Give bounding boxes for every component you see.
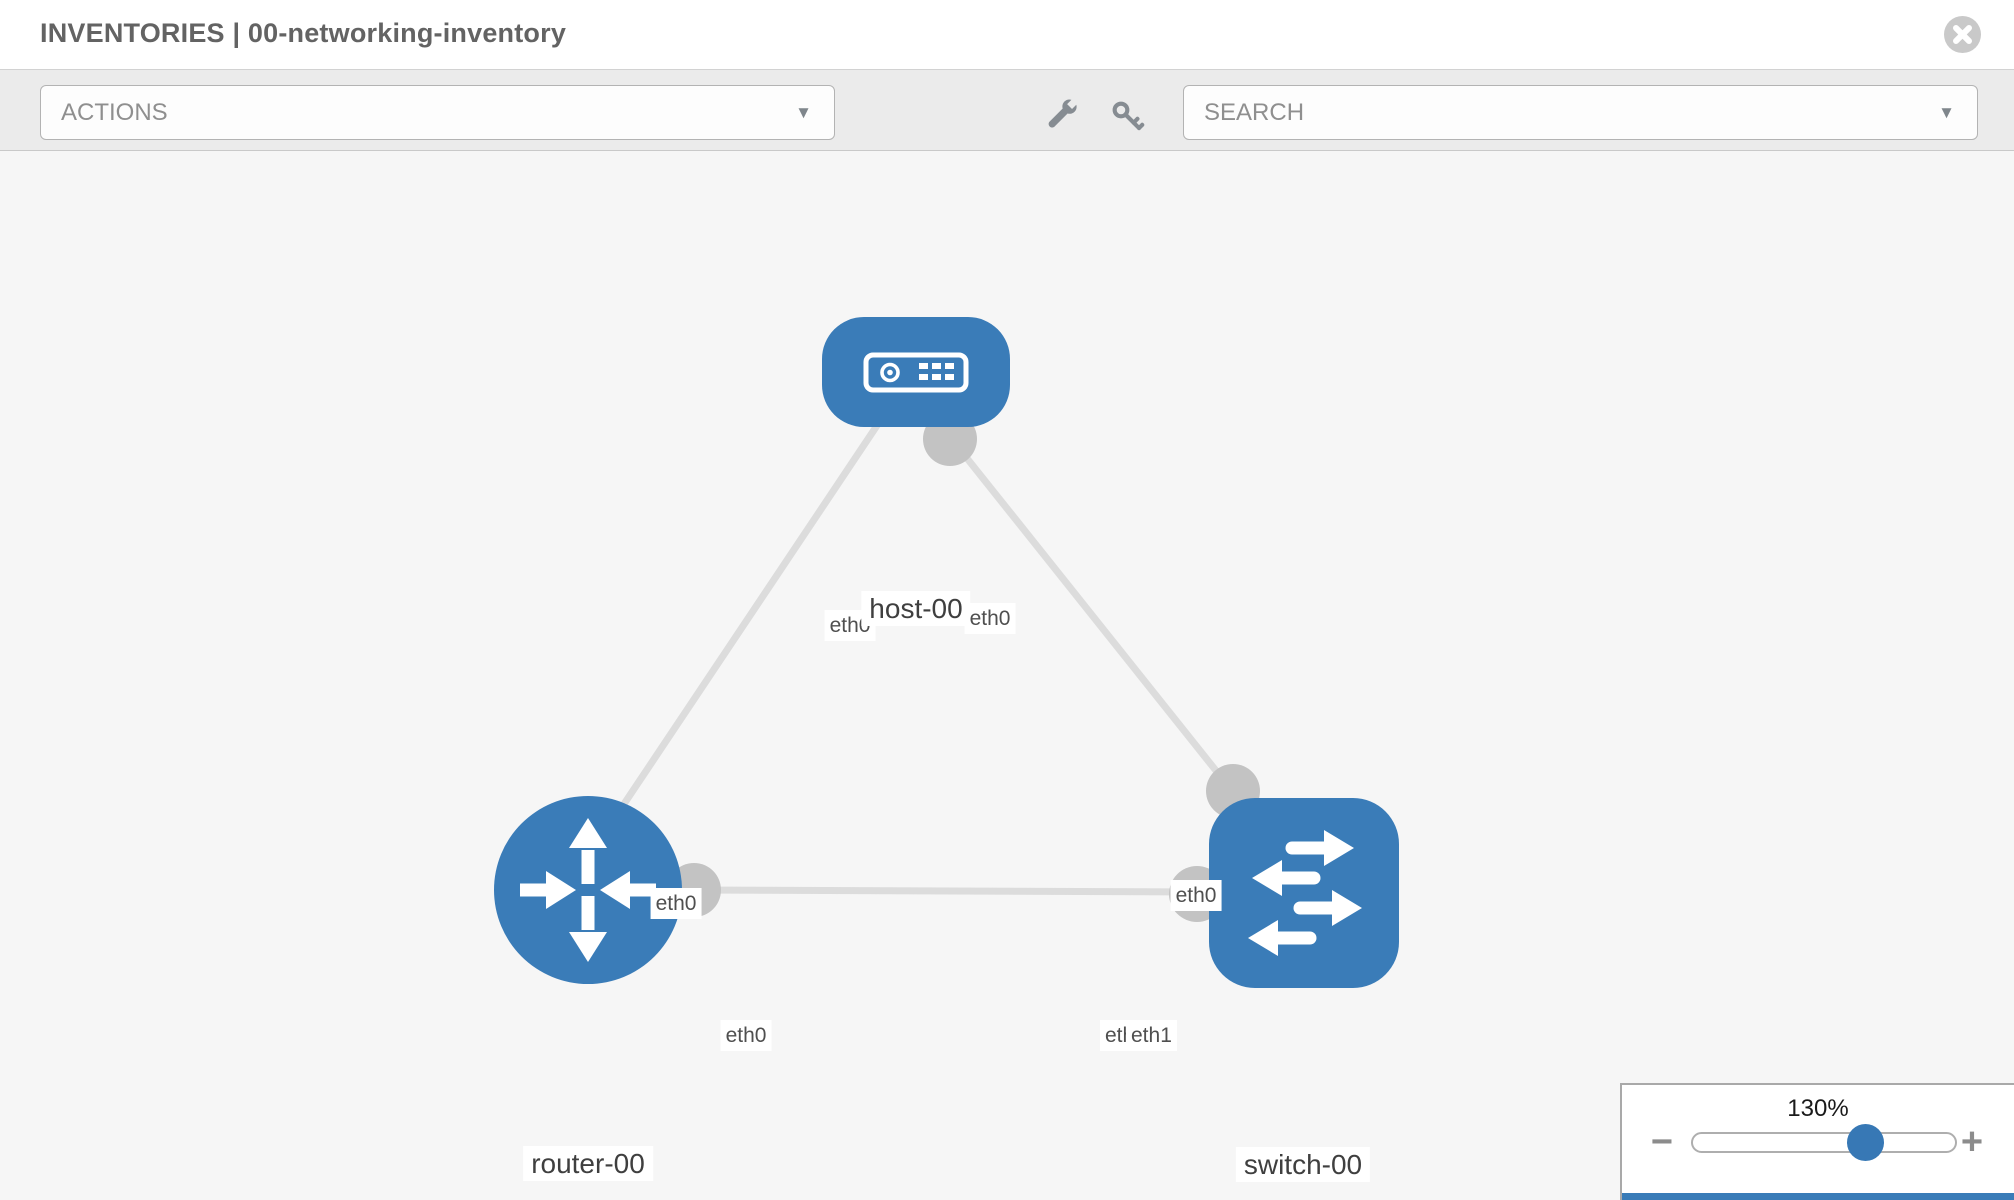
interface-label-router-eth0: eth0: [720, 1020, 772, 1051]
zoom-control-panel: 130% − +: [1620, 1083, 2014, 1200]
link-host-router[interactable]: [609, 422, 881, 824]
close-icon[interactable]: [1944, 16, 1981, 53]
host-icon: [863, 352, 969, 393]
actions-dropdown-label: ACTIONS: [61, 99, 168, 126]
node-label-router: router-00: [523, 1146, 653, 1181]
panel-bottom-accent: [1622, 1193, 2014, 1200]
chevron-down-icon: ▼: [1938, 103, 1955, 122]
key-icon[interactable]: [1108, 97, 1146, 135]
node-router-00[interactable]: [494, 796, 682, 984]
node-host-00[interactable]: [822, 317, 1010, 427]
zoom-out-button[interactable]: −: [1650, 1121, 1674, 1163]
zoom-slider-thumb[interactable]: [1847, 1124, 1884, 1161]
node-switch-00[interactable]: [1209, 798, 1399, 988]
header-bar: INVENTORIES | 00-networking-inventory: [0, 0, 2014, 70]
router-icon: [520, 818, 656, 962]
topology-links: [609, 422, 1236, 896]
search-dropdown[interactable]: SEARCH ▼: [1183, 85, 1978, 140]
node-label-host: host-00: [861, 591, 971, 626]
zoom-slider[interactable]: [1691, 1124, 1957, 1161]
interface-label-host-eth0-switch-link: eth0: [964, 603, 1016, 634]
node-label-switch: switch-00: [1235, 1147, 1371, 1182]
chevron-down-icon: ▼: [795, 103, 812, 122]
wrench-icon[interactable]: [1044, 97, 1082, 135]
topology-canvas[interactable]: eth0 eth0 eth0 eth0 eth0 eth0 eth1 host-…: [0, 151, 2014, 1200]
interface-label-switch-eth0: eth0: [1170, 880, 1222, 911]
interface-ports: [667, 412, 1260, 922]
toolbar: ACTIONS ▼ SEARCH ▼: [0, 70, 2014, 151]
switch-icon: [1248, 830, 1362, 956]
actions-dropdown[interactable]: ACTIONS ▼: [40, 85, 835, 140]
interface-label-router-eth0-host-link: eth0: [650, 888, 702, 919]
zoom-level-value: 130%: [1787, 1095, 1849, 1122]
link-router-switch[interactable]: [693, 886, 1198, 896]
page-title: INVENTORIES | 00-networking-inventory: [40, 18, 567, 48]
link-host-switch[interactable]: [947, 434, 1236, 795]
zoom-in-button[interactable]: +: [1960, 1121, 1984, 1163]
search-dropdown-label: SEARCH: [1204, 99, 1305, 126]
interface-label-switch-eth1: eth1: [1126, 1020, 1177, 1051]
